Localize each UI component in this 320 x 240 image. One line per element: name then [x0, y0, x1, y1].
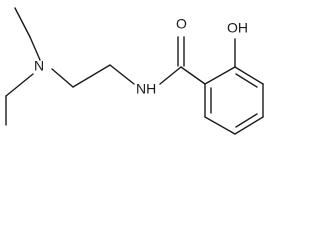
bond-amide-n-c — [159, 66, 182, 85]
ring-double-bond-right — [235, 113, 258, 128]
nitrogen-amine-label: N — [34, 58, 44, 74]
bond-ethyl-lower-1 — [5, 73, 34, 97]
nitrogen-amide-label: NH — [136, 81, 156, 97]
hydroxyl-label: OH — [227, 20, 248, 36]
bond-linker-1 — [51, 68, 74, 88]
ring-bond-2 — [234, 66, 264, 85]
bond-linker-3 — [109, 64, 135, 85]
chemical-structure-diagram: N NH O OH — [5, 7, 264, 135]
ring-bond-4 — [234, 116, 264, 135]
ring-double-bond-upper — [235, 73, 258, 88]
bond-ethyl-upper-1 — [14, 7, 31, 38]
carbonyl-oxygen-label: O — [176, 16, 187, 32]
ring-bond-1 — [204, 66, 236, 85]
bond-ethyl-upper-2 — [29, 36, 41, 61]
ring-bond-5 — [204, 116, 236, 135]
bond-linker-2 — [72, 64, 111, 88]
bond-carbonyl-ring — [180, 66, 206, 85]
